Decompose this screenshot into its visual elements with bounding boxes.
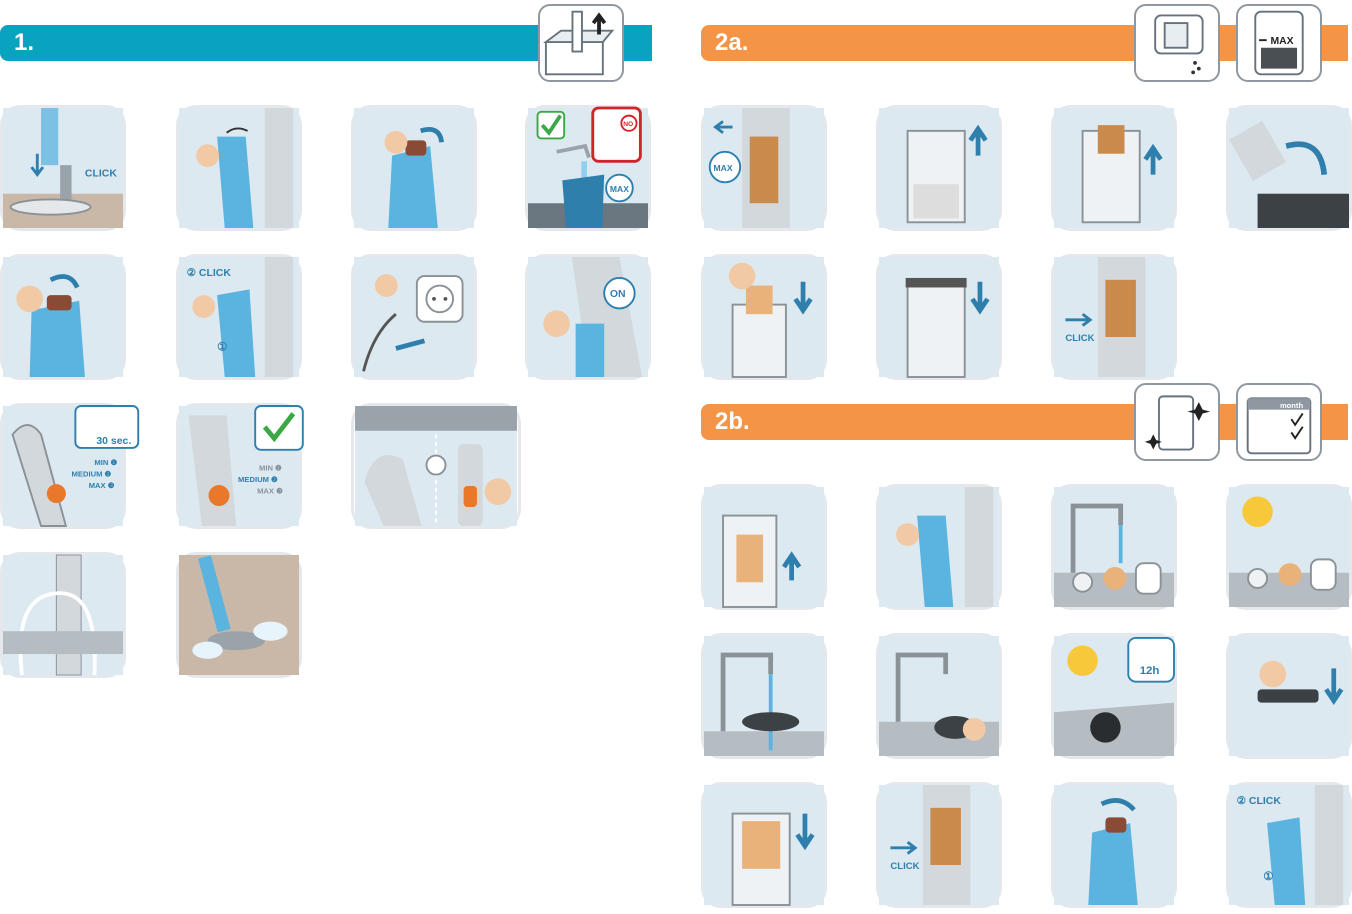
- step2b-refit-pad: [1226, 633, 1352, 759]
- badge-max-label: MAX: [1270, 36, 1293, 47]
- step-fill-tank: NO MAX: [525, 105, 651, 231]
- circle-one-label-2b: ①: [1263, 871, 1273, 883]
- clean-jug-badge-icon: [1134, 383, 1220, 461]
- click-label-2a: CLICK: [1065, 333, 1094, 344]
- step-wait-heat: 30 sec. MIN ❶ MEDIUM ❷ MAX ❸: [0, 403, 140, 529]
- max-label: MAX: [610, 184, 629, 194]
- click-numbered-label: ② CLICK: [187, 268, 232, 279]
- step2b-dry-parts: [1226, 484, 1352, 610]
- click-numbered-label-2b: ② CLICK: [1237, 796, 1282, 807]
- min-level: MIN ❶: [94, 458, 117, 467]
- step2b-remove-tank: [876, 484, 1002, 610]
- step-close-cap: [0, 254, 126, 380]
- hours-label: 12h: [1140, 665, 1160, 677]
- step2a-reinsert-filter: CLICK: [1051, 254, 1177, 380]
- step-insert-tank: ② CLICK ①: [176, 254, 302, 380]
- step2b-insert-tank: ② CLICK ①: [1226, 782, 1352, 908]
- step-attach-handle: CLICK: [0, 105, 126, 231]
- step2b-dry-pad: 12h: [1051, 633, 1177, 759]
- section-2a-title: 2a.: [715, 29, 749, 56]
- medium-level: MEDIUM ❷: [72, 469, 112, 478]
- step-plug-in: [351, 254, 477, 380]
- max-fill-badge-icon: MAX: [1236, 4, 1322, 82]
- click-label: CLICK: [85, 169, 117, 180]
- max-label-2a: MAX: [714, 163, 733, 173]
- section-1-title: 1.: [14, 29, 35, 56]
- section-2b-title: 2b.: [715, 408, 750, 435]
- month-label: month: [1280, 401, 1304, 410]
- step-steam-floor: [176, 552, 302, 678]
- max-level: MAX ❸: [89, 481, 115, 490]
- step-remove-tank: [176, 105, 302, 231]
- calendar-badge-icon: month: [1236, 383, 1322, 461]
- step-select-level: MIN ❶ MEDIUM ❷ MAX ❸: [176, 403, 304, 529]
- step-steam-trigger: [351, 403, 521, 529]
- click-label-2b: CLICK: [890, 861, 919, 872]
- medium-level-2: MEDIUM ❷: [238, 475, 278, 484]
- step2a-replace-lid: [876, 254, 1002, 380]
- step2b-rinse-parts: [1051, 484, 1177, 610]
- step-store-cord: [0, 552, 126, 678]
- step2b-rinse-pad: [701, 633, 827, 759]
- step2a-insert-core: [701, 254, 827, 380]
- min-level-2: MIN ❶: [259, 464, 282, 473]
- step2a-empty-granules: [1226, 105, 1352, 231]
- step2b-disassemble: [701, 484, 827, 610]
- unbox-badge-icon: [538, 4, 624, 82]
- max-level-2: MAX ❸: [257, 487, 283, 496]
- timer-label: 30 sec.: [96, 436, 131, 447]
- on-label: ON: [610, 289, 626, 300]
- step2b-squeeze-pad: [876, 633, 1002, 759]
- circle-one-label: ①: [217, 341, 227, 353]
- no-label: NO: [623, 121, 633, 128]
- step2a-remove-core: [1051, 105, 1177, 231]
- step-switch-on: ON: [525, 254, 651, 380]
- step-open-cap: [351, 105, 477, 231]
- step2b-reinsert-filter: CLICK: [876, 782, 1002, 908]
- step2a-lift-cartridge: [876, 105, 1002, 231]
- filter-tank-badge-icon: [1134, 4, 1220, 82]
- step2b-close-cap: [1051, 782, 1177, 908]
- step2b-reassemble: [701, 782, 827, 908]
- step2a-remove-filter: MAX: [701, 105, 827, 231]
